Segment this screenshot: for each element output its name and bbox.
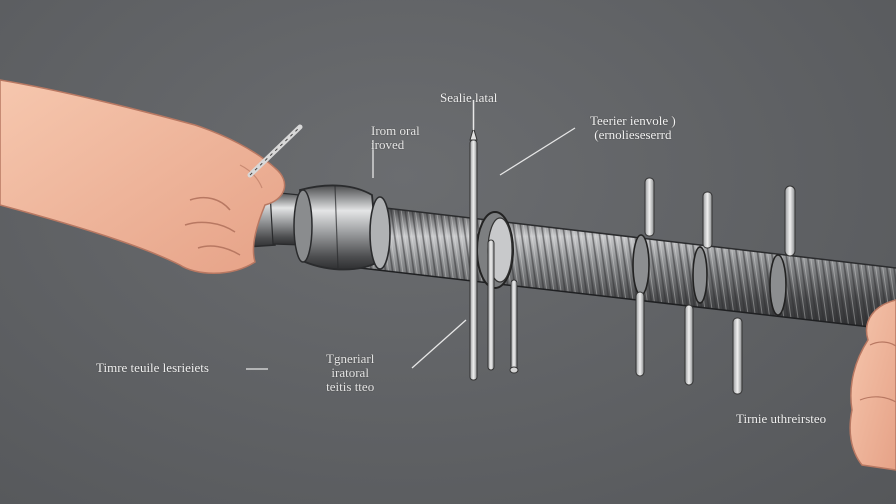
left-hand <box>0 79 286 274</box>
label-text: iratoral <box>331 365 369 380</box>
right-hand <box>849 299 896 471</box>
label-top-left: Irom oral iroved <box>371 124 420 152</box>
probe-tool <box>247 124 303 178</box>
label-mid-left: Timre teuile lesrieiets <box>96 361 209 375</box>
probe-pins <box>632 177 796 395</box>
leader-lines <box>246 127 576 370</box>
label-bottom-center: Tgneriarl iratoral teitis tteo <box>326 352 374 394</box>
label-text: Tirnie uthreirsteo <box>736 411 827 426</box>
label-text: iroved <box>371 137 405 152</box>
corrugated-pipe <box>359 204 896 331</box>
label-text: Tgneriarl <box>326 351 375 366</box>
label-bottom-right: Tirnie uthreirsteo <box>736 412 826 426</box>
label-text: Teerier ienvole ) <box>590 113 676 128</box>
center-clamp <box>469 100 519 381</box>
label-text: (ernolieseserrd <box>594 127 672 142</box>
label-text: Timre teuile lesrieiets <box>96 360 209 375</box>
label-text: teitis tteo <box>326 379 375 394</box>
label-top-center: Sealie latal <box>440 91 497 105</box>
label-text: Sealie latal <box>440 90 498 105</box>
label-text: Irom oral <box>371 123 420 138</box>
label-top-right: Teerier ienvole ) (ernolieseserrd <box>590 114 676 142</box>
